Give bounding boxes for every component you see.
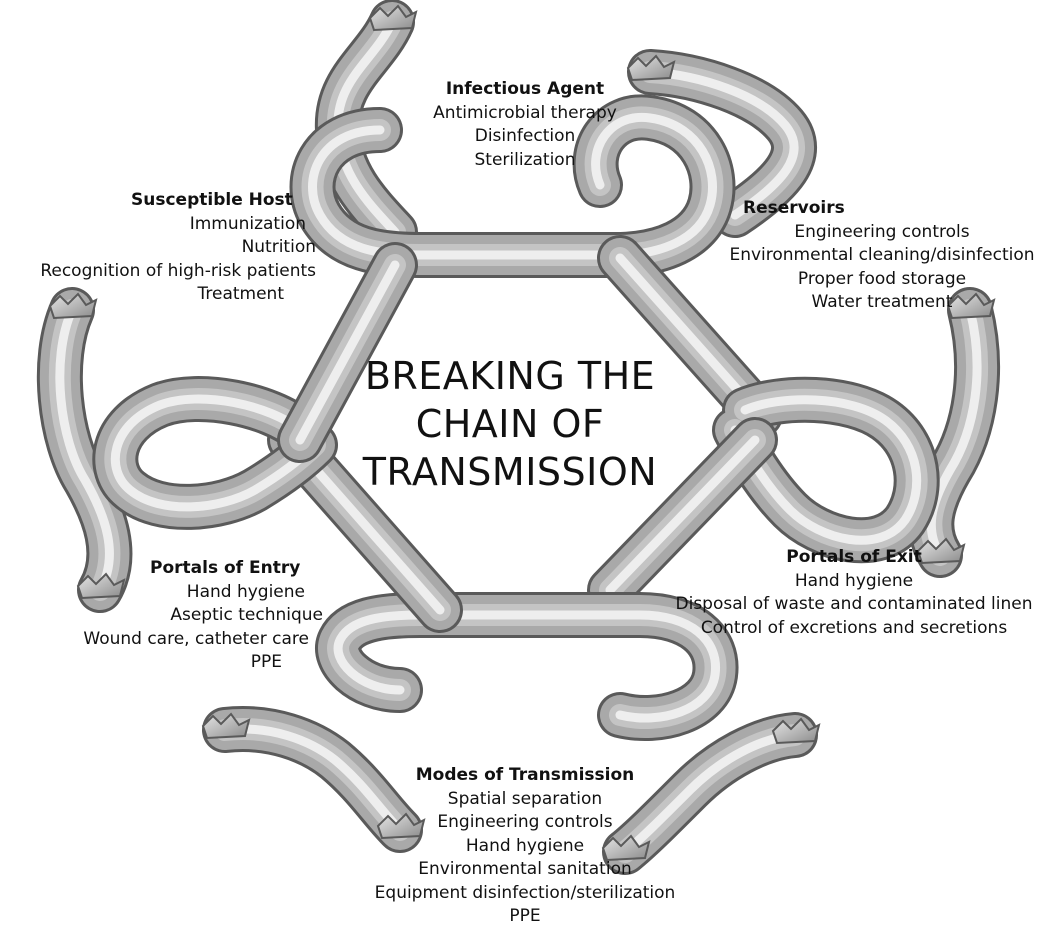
chain-strand-upper-left-diag bbox=[277, 242, 418, 463]
reservoirs-item: Proper food storage bbox=[797, 268, 967, 289]
frayed-end-bottom-right bbox=[601, 834, 651, 862]
modes-of-transmission-item: Hand hygiene bbox=[465, 835, 585, 856]
reservoirs-item: Environmental cleaning/disinfection bbox=[729, 245, 1035, 265]
portals-of-exit-item: Hand hygiene bbox=[794, 570, 914, 591]
infectious-agent-item: Antimicrobial therapy bbox=[433, 102, 617, 123]
portals-of-entry-heading: Portals of Entry bbox=[150, 558, 301, 578]
title-line-3: TRANSMISSION bbox=[362, 450, 658, 494]
frayed-end-lower-right bbox=[771, 717, 821, 745]
infectious-agent-item: Sterilization bbox=[474, 149, 576, 170]
infectious-agent-item: Disinfection bbox=[474, 126, 576, 146]
chain-strand-left-tail bbox=[36, 287, 133, 613]
reservoirs-item: Engineering controls bbox=[794, 221, 970, 242]
frayed-end-right-lower bbox=[916, 537, 966, 565]
reservoirs-heading: Reservoirs bbox=[743, 198, 845, 218]
portals-of-entry-item: Hand hygiene bbox=[186, 581, 305, 602]
chain-strand-bottom-link bbox=[315, 592, 739, 741]
title-line-2: CHAIN OF bbox=[415, 402, 605, 446]
frayed-end-right bbox=[946, 292, 996, 320]
frayed-end-top-left bbox=[368, 4, 418, 32]
portals-of-entry-block: Portals of Entry Hand hygiene Aseptic te… bbox=[50, 557, 350, 675]
title-line-1: BREAKING THE bbox=[364, 354, 656, 398]
chain-strand-lower-left-tail bbox=[202, 706, 423, 853]
diagram-title: BREAKING THE CHAIN OF TRANSMISSION bbox=[300, 352, 720, 496]
susceptible-host-item: Immunization bbox=[189, 213, 306, 234]
chain-strand-lower-right-diag bbox=[587, 417, 778, 613]
modes-of-transmission-item: Engineering controls bbox=[437, 812, 613, 832]
modes-of-transmission-heading: Modes of Transmission bbox=[415, 765, 635, 785]
modes-of-transmission-item: Environmental sanitation bbox=[418, 859, 632, 879]
modes-of-transmission-item: PPE bbox=[509, 906, 541, 926]
chain-strand-right-tail bbox=[908, 287, 1000, 578]
chain-strand-right-link bbox=[712, 376, 940, 564]
portals-of-entry-item: Aseptic technique bbox=[170, 605, 323, 625]
modes-of-transmission-item: Spatial separation bbox=[447, 788, 603, 809]
portals-of-exit-heading: Portals of Exit bbox=[786, 547, 922, 567]
infectious-agent-block: Infectious Agent Antimicrobial therapy D… bbox=[380, 78, 670, 172]
frayed-end-bottom-left bbox=[376, 812, 426, 840]
frayed-end-top-right bbox=[626, 54, 676, 82]
portals-of-entry-item: Wound care, catheter care bbox=[83, 628, 309, 649]
chain-strand-lower-right-tail bbox=[602, 712, 818, 875]
portals-of-exit-item: Disposal of waste and contaminated linen bbox=[675, 594, 1033, 614]
susceptible-host-block: Susceptible Host Immunization Nutrition … bbox=[10, 189, 330, 307]
chain-strand-upper-right-tail bbox=[627, 49, 817, 238]
portals-of-entry-item: PPE bbox=[250, 652, 282, 672]
frayed-end-lower-left bbox=[201, 712, 251, 740]
chain-strand-top-link bbox=[289, 94, 736, 278]
frayed-end-left bbox=[48, 292, 98, 320]
susceptible-host-item: Nutrition bbox=[241, 237, 316, 257]
modes-of-transmission-item: Equipment disinfection/sterilization bbox=[374, 882, 676, 903]
frayed-end-left-lower bbox=[76, 572, 126, 600]
chain-group bbox=[36, 0, 1000, 875]
reservoirs-item: Water treatment bbox=[811, 292, 953, 312]
modes-of-transmission-block: Modes of Transmission Spatial separation… bbox=[360, 764, 690, 929]
infectious-agent-heading: Infectious Agent bbox=[445, 79, 605, 99]
chain-strand-left-link bbox=[92, 376, 338, 530]
susceptible-host-item: Recognition of high-risk patients bbox=[40, 260, 316, 281]
susceptible-host-item: Treatment bbox=[197, 284, 284, 304]
portals-of-exit-item: Control of excretions and secretions bbox=[700, 617, 1008, 638]
portals-of-exit-block: Portals of Exit Hand hygiene Disposal of… bbox=[664, 546, 1044, 640]
susceptible-host-heading: Susceptible Host bbox=[131, 190, 293, 210]
reservoirs-block: Reservoirs Engineering controls Environm… bbox=[712, 197, 1051, 315]
